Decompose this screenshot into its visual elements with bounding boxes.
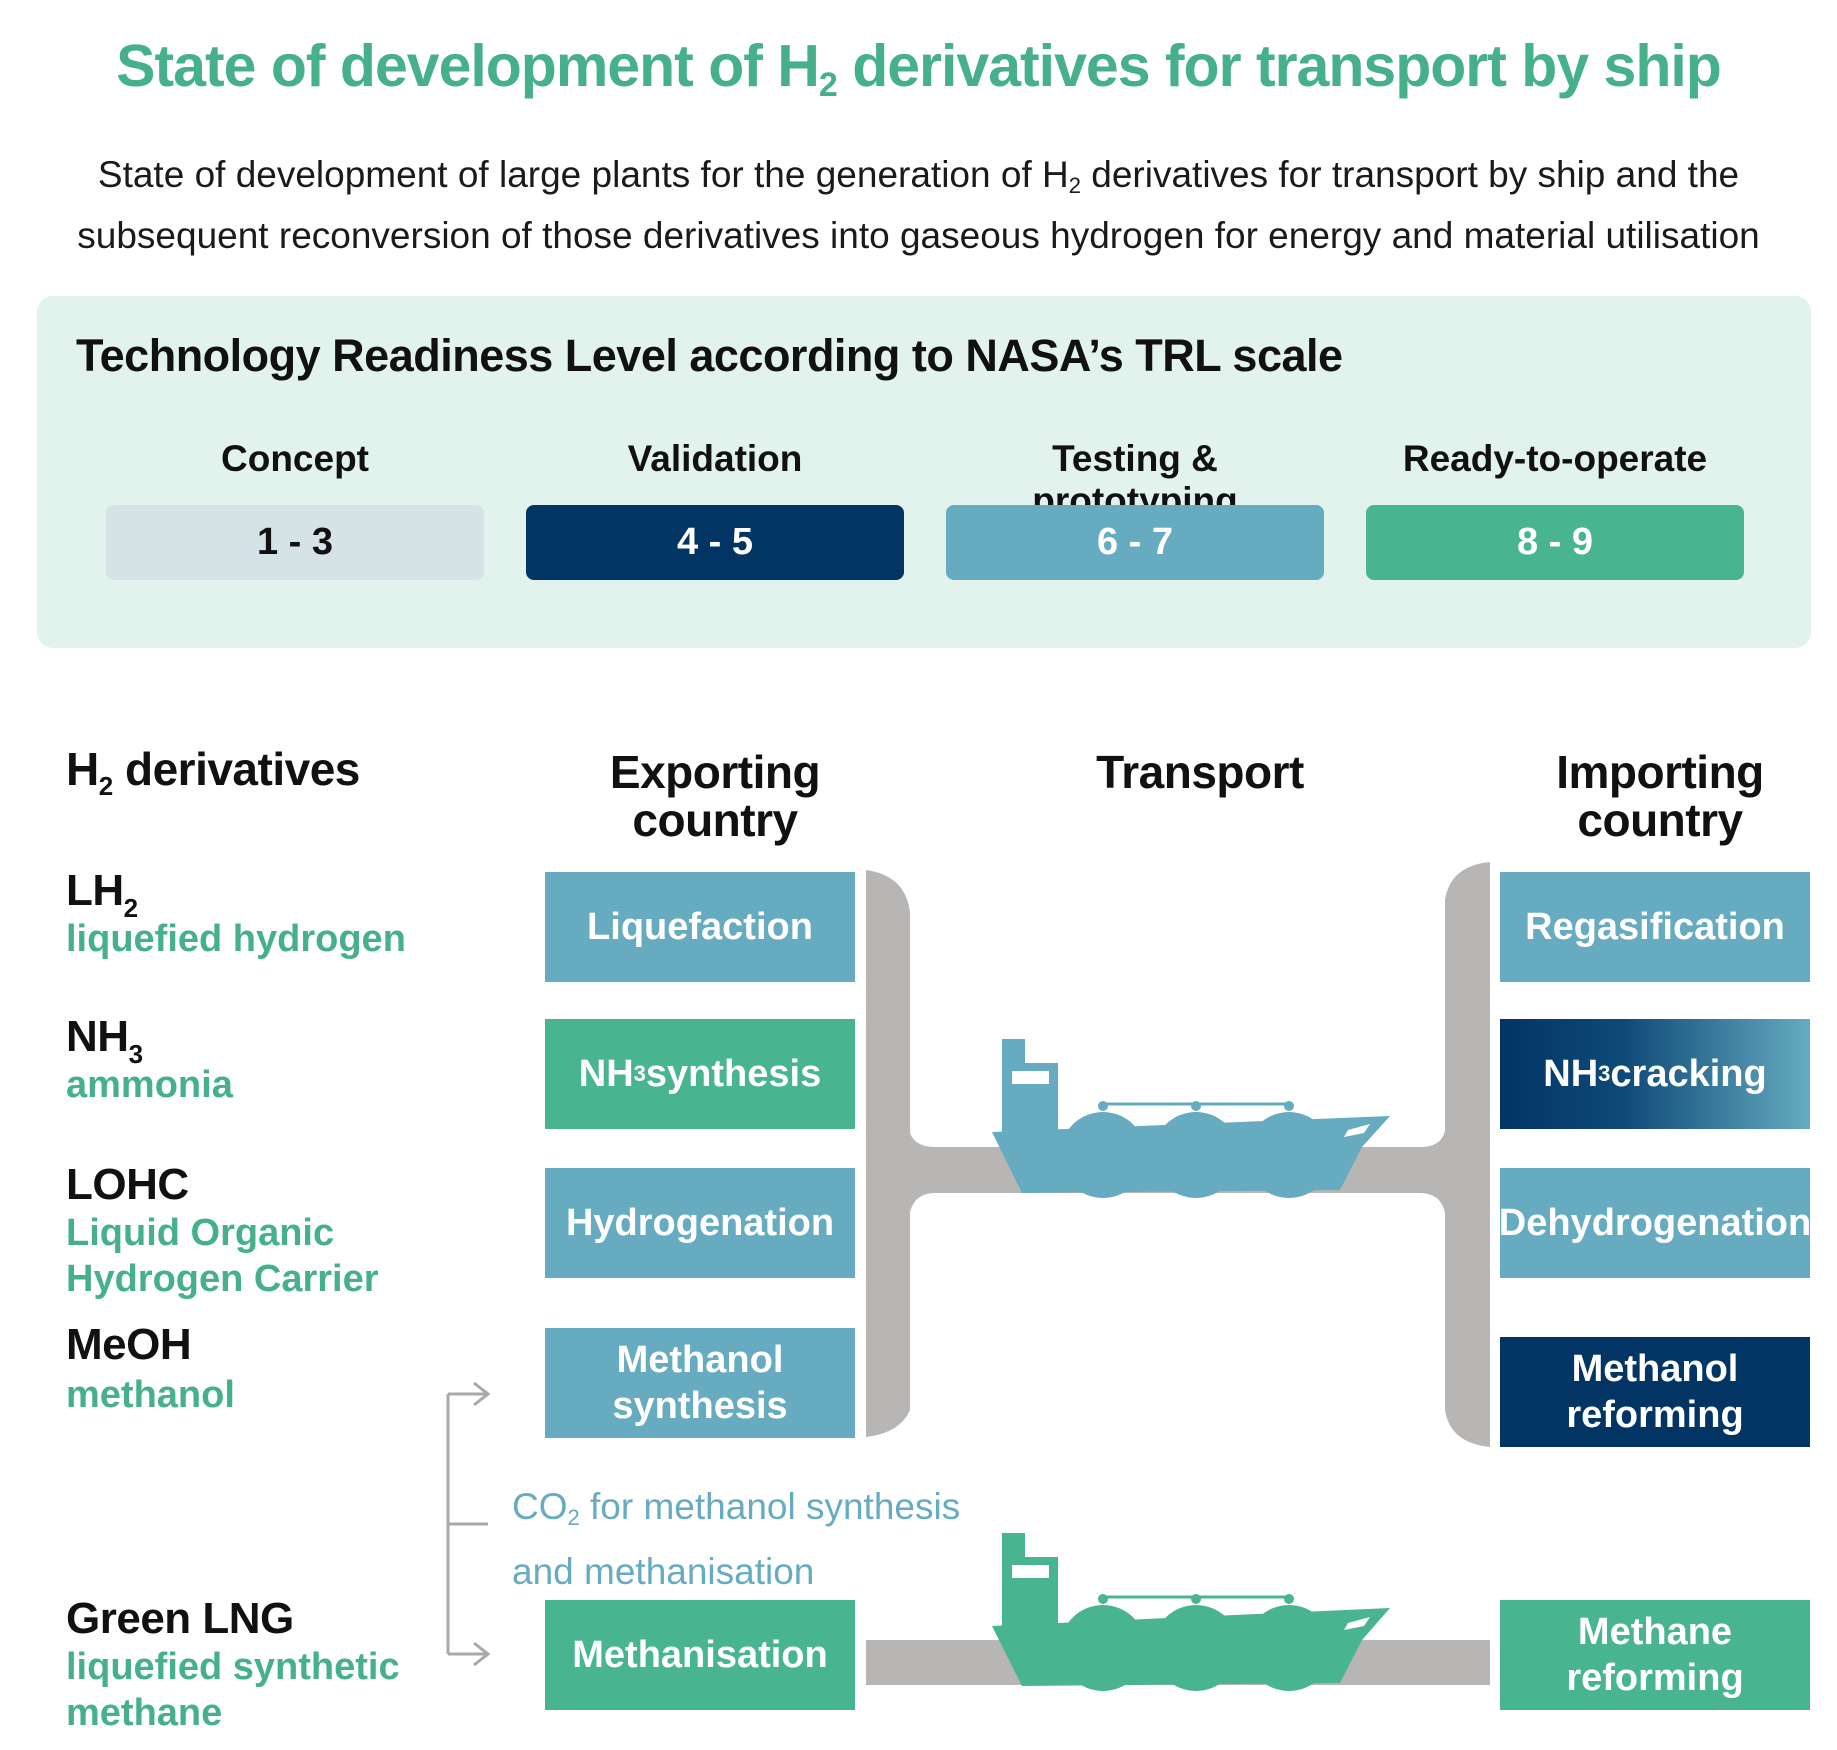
header-transport: Transport (1096, 746, 1304, 798)
process-hydrogenation: Hydrogenation (545, 1168, 855, 1278)
ship-icon (992, 1039, 1390, 1198)
trl-label-concept: Concept (221, 438, 369, 479)
header-exporting-line-1: Exporting (609, 746, 821, 798)
header-importing-line-1: Importing (1556, 746, 1764, 798)
derivative-name-nh3: ammonia (66, 1064, 233, 1106)
derivative-name-green-lng-line-1: liquefied synthetic (66, 1646, 400, 1688)
derivative-code-meoh: MeOH (66, 1320, 192, 1369)
derivative-code-nh3: NH3 (66, 1012, 143, 1069)
derivative-name-lohc: Liquid Organic Hydrogen Carrier (66, 1210, 379, 1302)
trl-label-ready: Ready-to-operate (1402, 438, 1708, 479)
trl-label-testing: Testing & prototyping (1032, 438, 1238, 521)
derivative-name-lh2: liquefied hydrogen (66, 918, 406, 960)
trl-box-4-5: 4 - 5 (526, 505, 904, 580)
arrow-icon (473, 1641, 491, 1667)
export-pipeline (866, 870, 910, 1437)
co2-note-line-2: and methanisation (512, 1551, 815, 1592)
process-methanol-reforming-line-2: reforming (1566, 1394, 1744, 1436)
co2-bracket (446, 1392, 488, 1656)
trl-box-8-9: 8 - 9 (1366, 505, 1744, 580)
derivative-name-meoh: methanol (66, 1374, 235, 1416)
co2-note: CO2 for methanol synthesis and methanisa… (512, 1480, 960, 1599)
derivative-code-lh2: LH2 (66, 866, 138, 923)
derivative-code-green-lng: Green LNG (66, 1594, 294, 1643)
process-methane-reforming-line-2: reforming (1566, 1657, 1744, 1699)
process-dehydrogenation: Dehydrogenation (1499, 1168, 1811, 1278)
header-importing-line-2: country (1577, 794, 1743, 846)
process-methane-reforming-line-1: Methane (1577, 1611, 1733, 1653)
arrow-icon (473, 1381, 491, 1407)
ship-icon (992, 1533, 1390, 1691)
process-methanol-synthesis-line-1: Methanol (616, 1339, 784, 1381)
process-methanisation: Methanisation (545, 1600, 855, 1710)
trl-box-6-7: 6 - 7 (946, 505, 1324, 580)
import-pipeline (1445, 862, 1490, 1447)
trl-box-1-3: 1 - 3 (106, 505, 484, 580)
subtitle-line-2: subsequent reconversion of those derivat… (77, 215, 1760, 256)
header-importing-country: Importing country (1500, 748, 1820, 844)
derivative-name-lohc-line-2: Hydrogen Carrier (66, 1258, 379, 1300)
process-regasification: Regasification (1500, 872, 1810, 982)
page-title: State of development of H2 derivatives f… (116, 33, 1722, 104)
header-exporting-line-2: country (632, 794, 798, 846)
derivative-code-lohc: LOHC (66, 1160, 189, 1209)
trl-label-validation: Validation (627, 438, 803, 479)
process-methanol-synthesis-line-2: synthesis (612, 1385, 788, 1427)
header-derivatives: H2 derivatives (66, 743, 360, 801)
process-liquefaction: Liquefaction (545, 872, 855, 982)
process-methanol-reforming-line-1: Methanol (1571, 1348, 1739, 1390)
derivative-name-green-lng-line-2: methane (66, 1692, 223, 1734)
co2-note-line-1: CO2 for methanol synthesis (512, 1486, 961, 1530)
trl-legend-panel (37, 296, 1811, 648)
derivative-name-lohc-line-1: Liquid Organic (66, 1212, 335, 1254)
subtitle-line-1: State of development of large plants for… (97, 154, 1740, 198)
header-exporting-country: Exporting country (545, 748, 885, 844)
trl-heading: Technology Readiness Level according to … (76, 330, 1343, 381)
derivative-name-green-lng: liquefied synthetic methane (66, 1644, 400, 1736)
page-subtitle: State of development of large plants for… (60, 150, 1777, 261)
